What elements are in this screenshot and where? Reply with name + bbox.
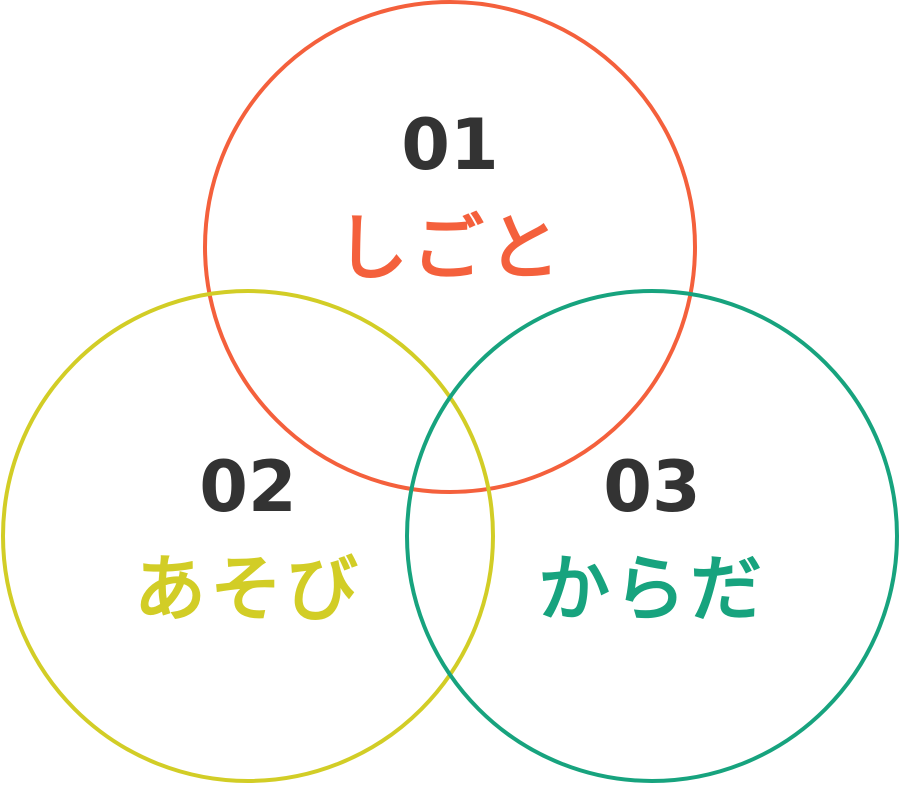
circle-label-asobi: あそび bbox=[133, 547, 362, 631]
circle-shigoto bbox=[203, 0, 697, 494]
circle-number-01: 01 bbox=[401, 104, 499, 186]
circle-karada bbox=[405, 289, 899, 783]
circle-number-02: 02 bbox=[199, 446, 297, 528]
circle-number-03: 03 bbox=[603, 446, 701, 528]
circle-label-karada: からだ bbox=[537, 547, 766, 631]
circle-asobi bbox=[1, 289, 495, 783]
circle-label-shigoto: しごと bbox=[335, 206, 564, 290]
